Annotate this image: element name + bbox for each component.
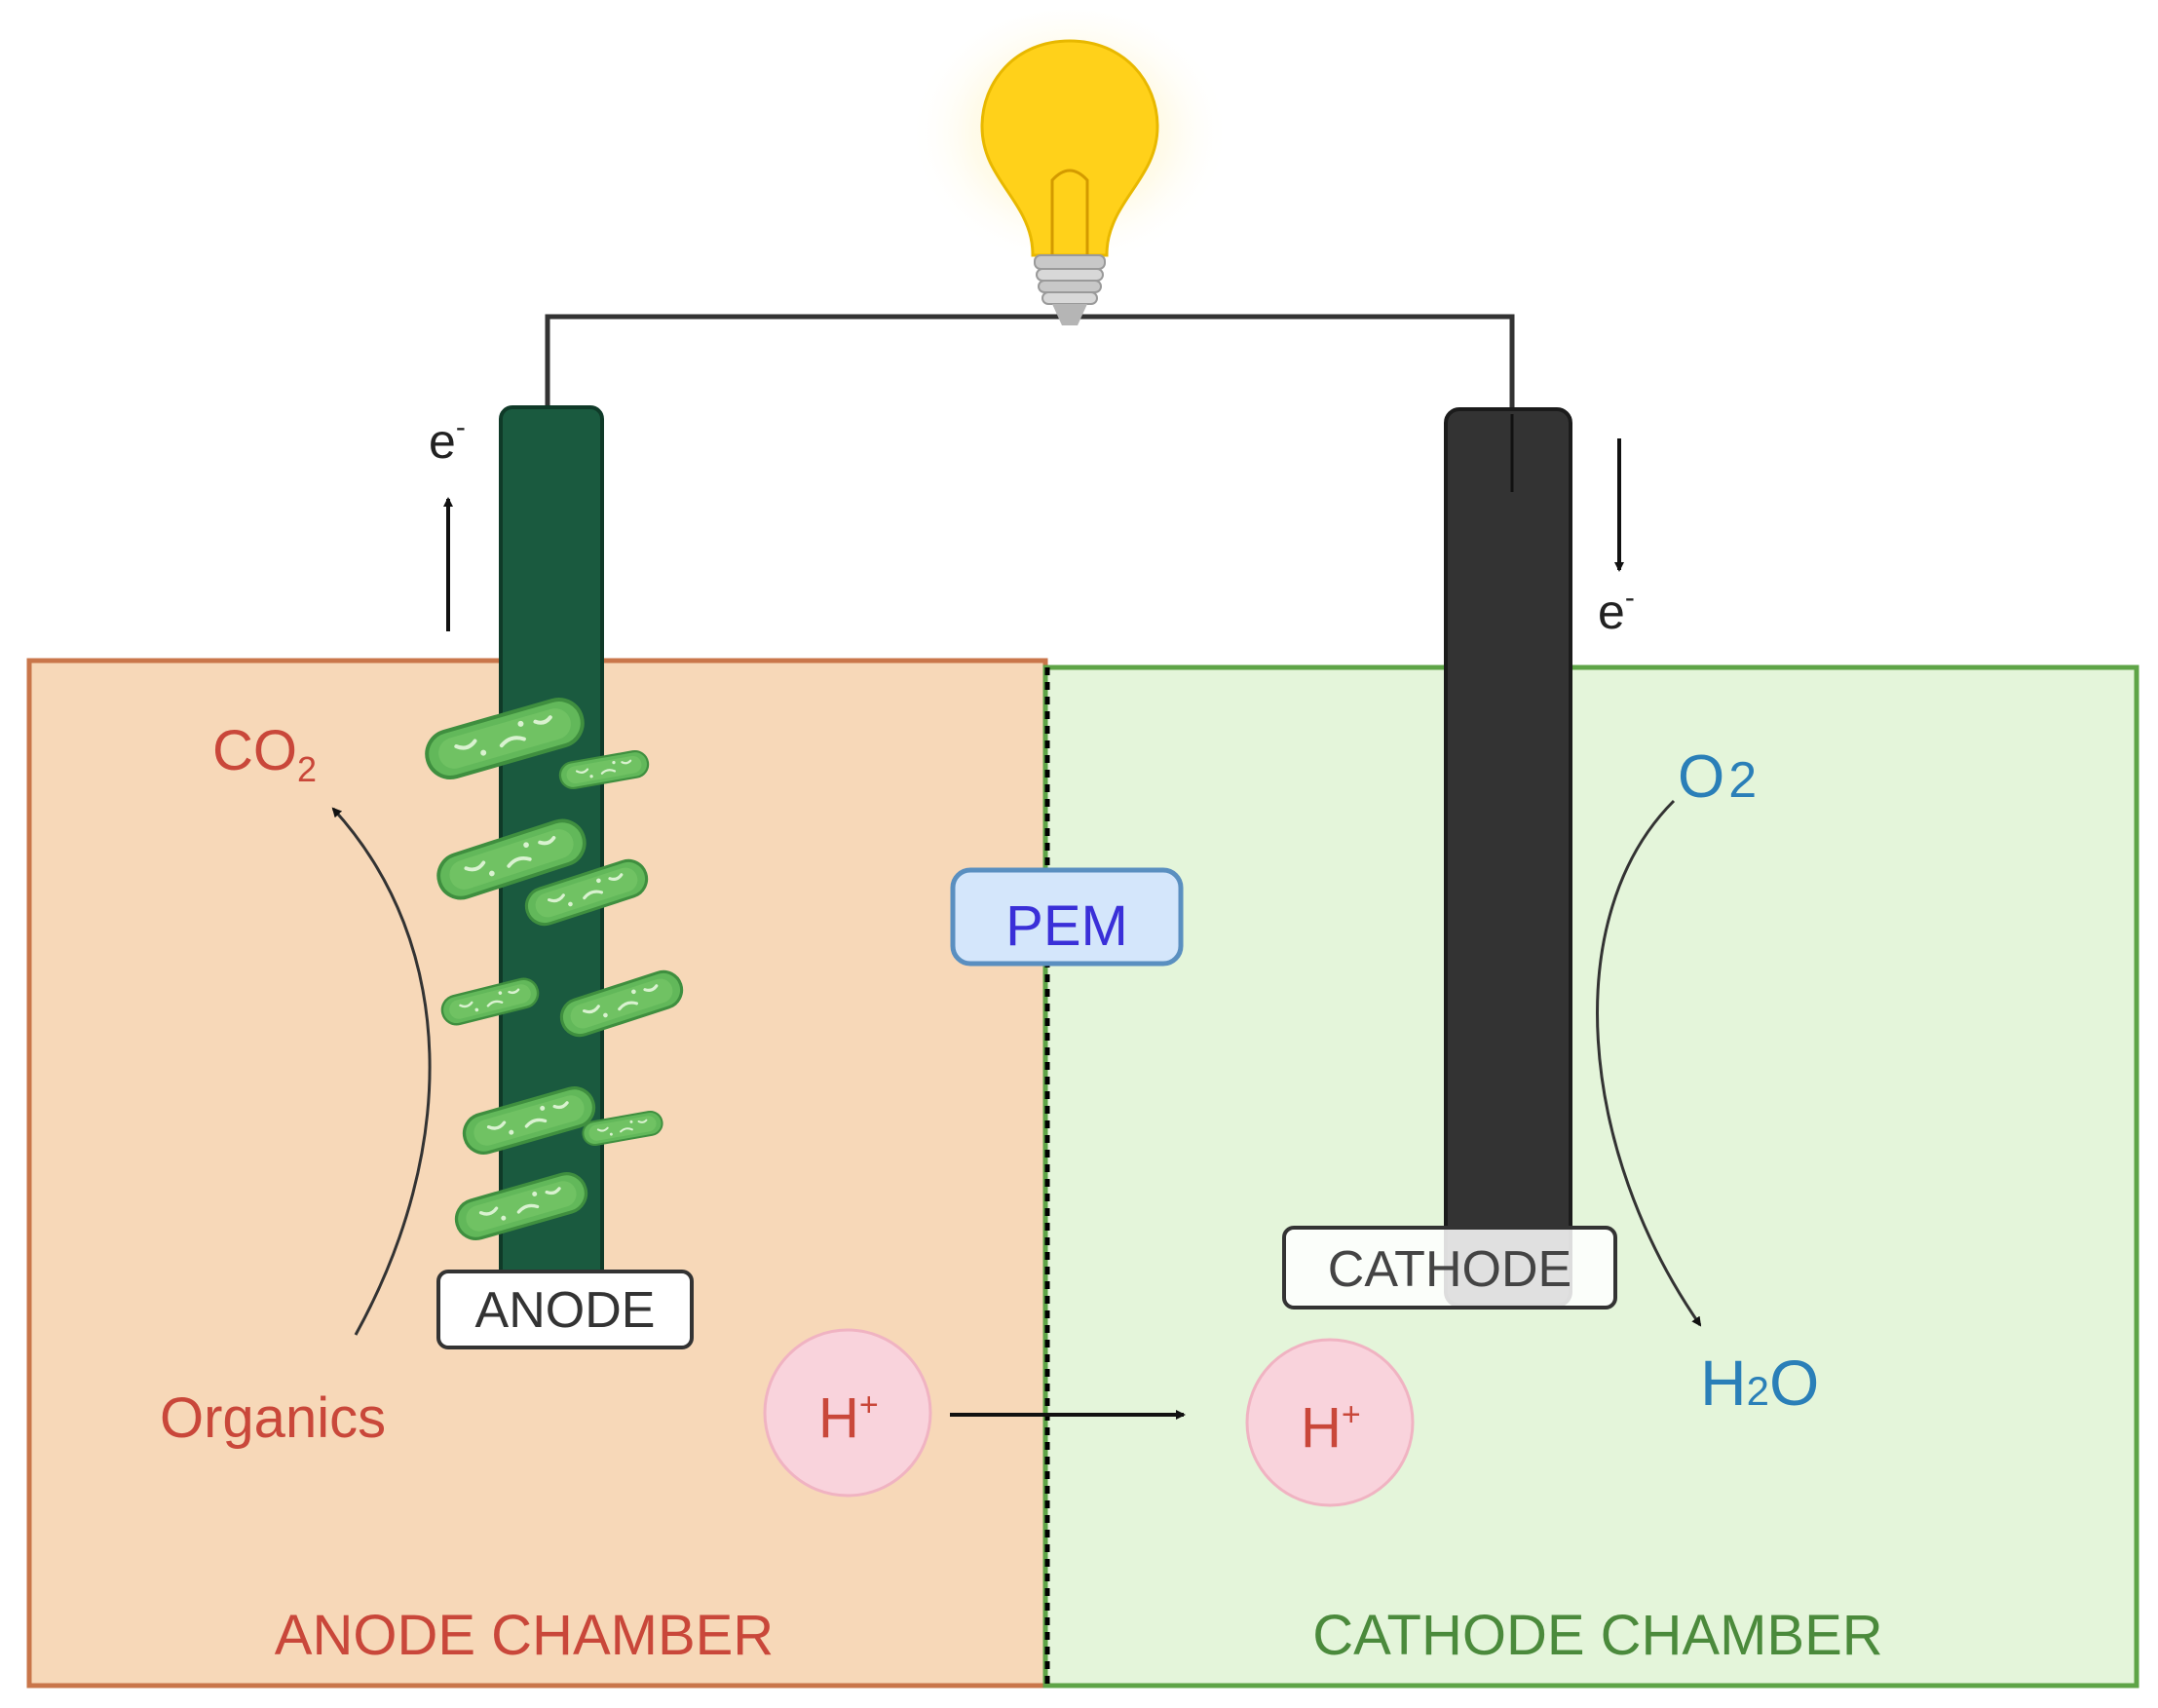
pem-label-box <box>950 867 1184 967</box>
o2-to-h2o-arrow-icon <box>1596 799 1702 1327</box>
anode-chamber-label: ANODE CHAMBER <box>275 1604 774 1667</box>
proton-circle-anode <box>763 1328 932 1498</box>
co2-label: CO2 <box>212 719 317 789</box>
electron-label-cathode: e- <box>1598 582 1635 639</box>
organics-label: Organics <box>160 1386 386 1450</box>
electron-label-anode: e- <box>429 411 466 469</box>
pem-label: PEM <box>1005 894 1128 958</box>
external-circuit-wire <box>545 314 1515 492</box>
h2o-label: H2O <box>1700 1347 1819 1419</box>
proton-circle-cathode <box>1245 1338 1415 1507</box>
cathode-chamber-label: CATHODE CHAMBER <box>1312 1604 1882 1667</box>
organics-to-co2-arrow-icon <box>331 807 432 1336</box>
proton-label-anode: H+ <box>818 1386 879 1450</box>
cathode-electrode <box>1444 407 1572 1308</box>
proton-label-cathode: H+ <box>1301 1396 1361 1460</box>
cathode-label-box <box>1282 1226 1617 1309</box>
o2-label: O2 <box>1678 743 1757 811</box>
cathode-chamber <box>1042 664 2139 1689</box>
anode-label-box <box>436 1270 694 1349</box>
anode-label: ANODE <box>475 1282 656 1339</box>
cathode-label: CATHODE <box>1328 1241 1571 1298</box>
light-bulb-icon <box>909 10 1230 325</box>
